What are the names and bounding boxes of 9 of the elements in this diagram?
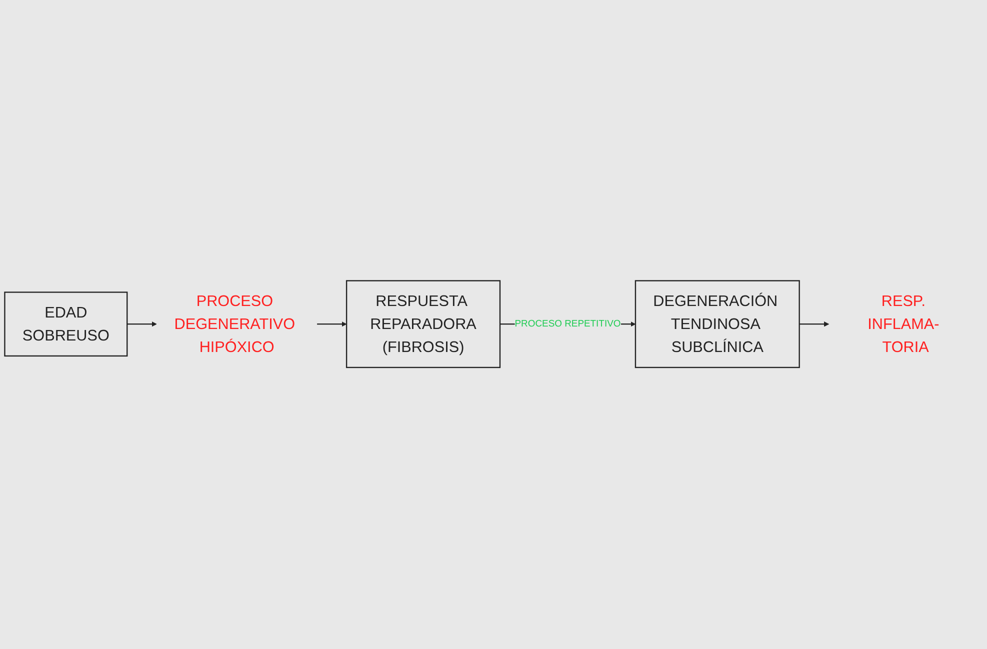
arrow xyxy=(127,322,157,328)
node-box: DEGENERACIÓN TENDINOSA SUBCLÍNICA xyxy=(634,280,800,368)
arrow xyxy=(317,322,347,328)
node-box: EDAD SOBREUSO xyxy=(4,292,128,357)
arrow xyxy=(799,322,830,328)
node-box: RESPUESTA REPARADORA (FIBROSIS) xyxy=(346,280,501,368)
node-text: RESP. INFLAMA- TORIA xyxy=(868,292,940,356)
node-text: PROCESO DEGENERATIVO HIPÓXICO xyxy=(174,292,296,356)
edge-label: PROCESO REPETITIVO xyxy=(514,319,621,330)
